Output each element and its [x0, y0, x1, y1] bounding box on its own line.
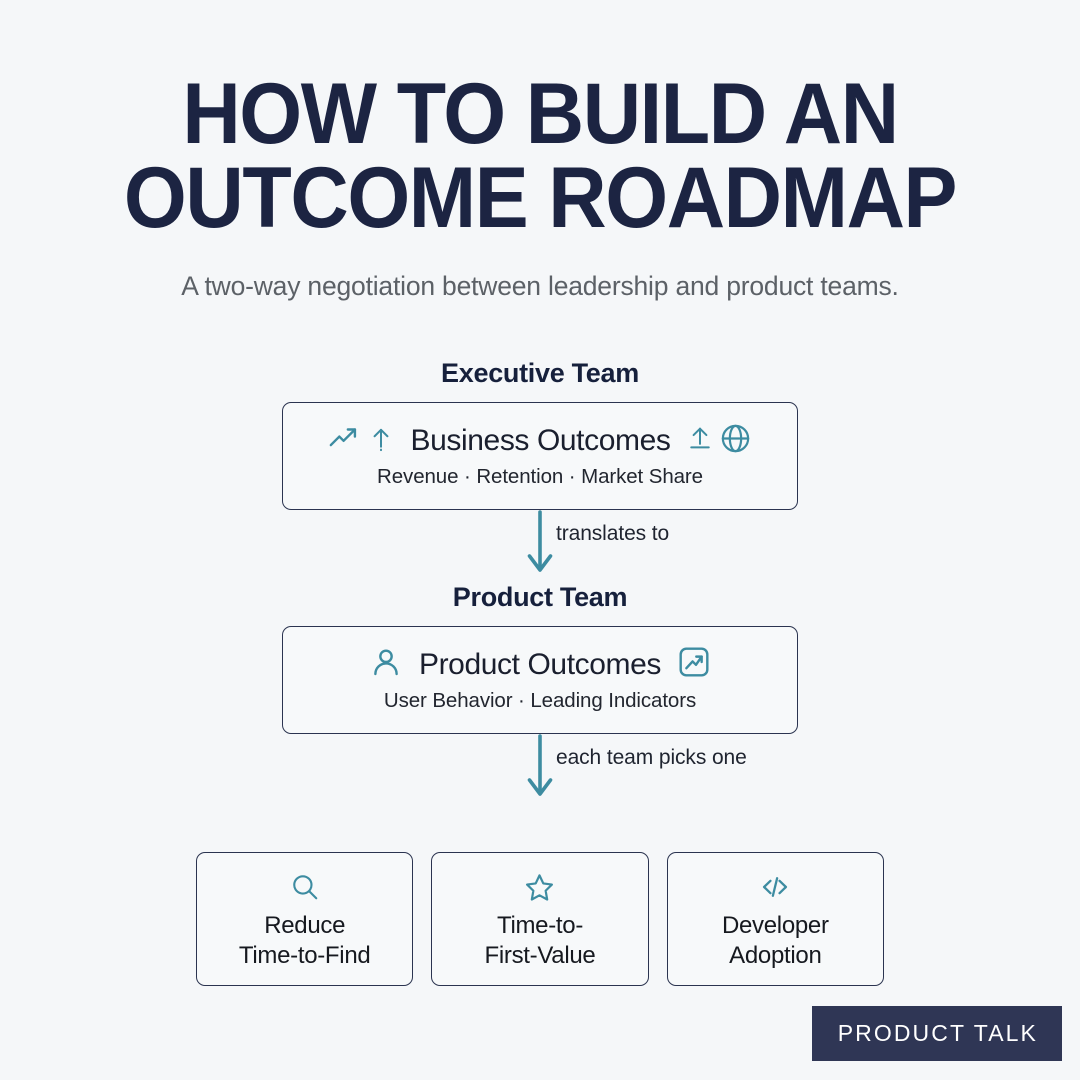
business-outcomes-subtitle: Revenue · Retention · Market Share: [377, 465, 703, 488]
page-title-line-1: HOW TO BUILD AN: [182, 66, 899, 162]
search-icon: [290, 870, 320, 904]
code-icon: [759, 870, 791, 904]
brand-badge: PRODUCT TALK: [811, 1006, 1062, 1061]
product-outcomes-title: Product Outcomes: [418, 647, 662, 681]
arrow-up-icon: [367, 421, 395, 460]
business-outcomes-right-icons: [686, 421, 752, 460]
outcome-card-time-to-first-value[interactable]: Time-to- First-Value: [431, 852, 649, 986]
product-outcomes-subtitle: User Behavior · Leading Indicators: [383, 689, 697, 712]
upload-icon: [686, 421, 714, 460]
globe-icon: [719, 422, 752, 460]
outcome-card-label: Time-to- First-Value: [485, 911, 596, 970]
business-outcomes-title: Business Outcomes: [410, 423, 671, 457]
connector-translates-to-label: translates to: [556, 522, 670, 545]
page-subtitle: A two-way negotiation between leadership…: [181, 270, 899, 301]
outcome-card-label-line-2: Adoption: [729, 941, 822, 969]
page-title: HOW TO BUILD AN OUTCOME ROADMAP: [32, 66, 1047, 247]
connector-each-team-picks-one: each team picks one: [0, 734, 1080, 806]
outcome-card-label: Reduce Time-to-Find: [239, 911, 371, 970]
section-label-product-team: Product Team: [452, 582, 628, 612]
outcome-card-label-line-2: Time-to-Find: [238, 941, 371, 969]
arrow-down-icon: [523, 734, 557, 805]
outcome-card-label: Developer Adoption: [722, 911, 829, 970]
outcome-card-label-line-2: First-Value: [484, 941, 596, 969]
business-outcomes-left-icons: [328, 421, 395, 460]
page-title-line-2: OUTCOME ROADMAP: [123, 150, 958, 247]
outcome-flow: Executive Team: [0, 358, 1080, 806]
connector-translates-to: translates to: [0, 510, 1080, 582]
section-label-executive-team: Executive Team: [441, 358, 639, 388]
outcome-card-developer-adoption[interactable]: Developer Adoption: [666, 852, 884, 986]
business-outcomes-card[interactable]: Business Outcomes: [282, 402, 798, 510]
arrow-down-icon: [523, 510, 557, 581]
chart-box-icon: [677, 645, 711, 684]
outcome-card-label-line-1: Reduce: [264, 912, 346, 940]
star-icon: [524, 870, 555, 904]
trending-up-icon: [328, 421, 362, 460]
outcome-card-reduce-time-to-find[interactable]: Reduce Time-to-Find: [196, 852, 414, 986]
product-outcomes-left-icons: [369, 645, 403, 684]
business-outcomes-card-row: Business Outcomes: [301, 421, 779, 460]
product-outcomes-card-row: Product Outcomes: [301, 645, 779, 684]
product-outcomes-card[interactable]: Product Outcomes User Behavior · Leading…: [282, 626, 798, 734]
outcome-card-label-line-1: Developer: [721, 912, 829, 940]
header: HOW TO BUILD AN OUTCOME ROADMAP A two-wa…: [0, 66, 1080, 302]
product-outcomes-right-icons: [677, 645, 711, 684]
outcome-cards-row: Reduce Time-to-Find Time-to- First-Value: [196, 852, 884, 986]
outcome-card-label-line-1: Time-to-: [496, 912, 584, 940]
user-icon: [369, 645, 403, 684]
connector-each-team-picks-one-label: each team picks one: [556, 746, 747, 769]
